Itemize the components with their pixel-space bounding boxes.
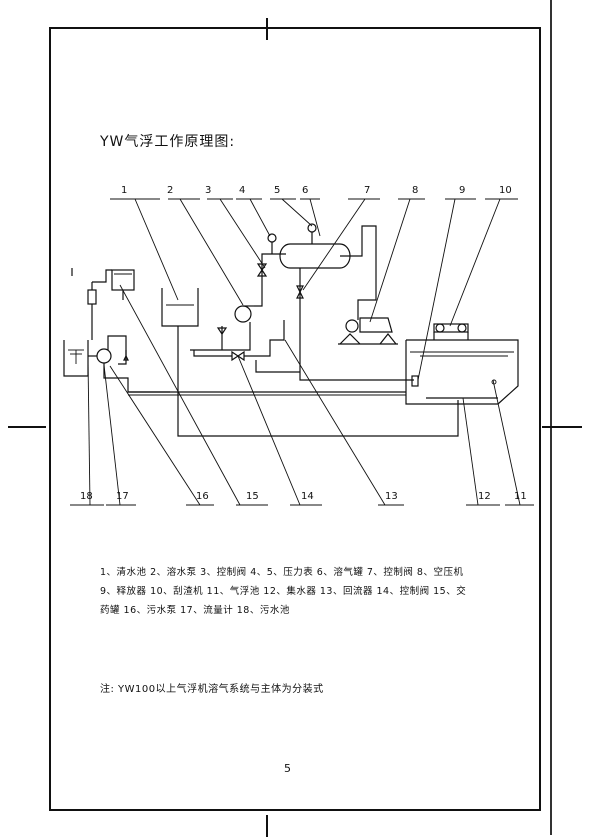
clear-water-tank — [161, 288, 459, 437]
sewage-pump — [88, 335, 170, 393]
callout-5: 5 — [274, 185, 280, 196]
reflux-unit — [255, 320, 300, 373]
callout-4: 4 — [239, 185, 245, 196]
callout-8: 8 — [412, 185, 418, 196]
page-number: 5 — [284, 762, 291, 775]
bottom-callout-numbers: 18 17 16 15 14 13 12 11 — [80, 491, 527, 502]
dissolved-air-tank — [279, 223, 414, 381]
dissolving-pump — [190, 253, 286, 351]
crop-mark-left — [8, 426, 46, 428]
air-compressor — [338, 317, 398, 345]
callout-15: 15 — [246, 491, 259, 502]
legend: 1、清水池 2、溶水泵 3、控制阀 4、5、压力表 6、溶气罐 7、控制阀 8、… — [100, 563, 532, 620]
callout-13: 13 — [385, 491, 398, 502]
control-valve-3 — [256, 263, 268, 277]
legend-line: 药罐 16、污水泵 17、流量计 18、污水池 — [100, 605, 290, 616]
callout-2: 2 — [167, 185, 173, 196]
callout-14: 14 — [301, 491, 314, 502]
crop-mark-right — [542, 426, 582, 428]
crop-mark-bottom — [266, 815, 268, 837]
diagram-title: YW气浮工作原理图: — [100, 134, 236, 150]
flotation-tank — [405, 339, 519, 405]
dosing-tank — [92, 269, 135, 300]
control-valve-7 — [296, 285, 304, 299]
legend-line: 1、清水池 2、溶水泵 3、控制阀 4、5、压力表 6、溶气罐 7、控制阀 8、… — [100, 567, 464, 578]
pressure-gauge-4 — [267, 233, 277, 254]
callout-18: 18 — [80, 491, 93, 502]
callout-17: 17 — [116, 491, 129, 502]
callout-10: 10 — [499, 185, 512, 196]
control-valve-14 — [193, 334, 285, 362]
legend-line: 9、释放器 10、刮渣机 11、气浮池 12、集水器 13、回流器 14、控制阀… — [100, 586, 467, 597]
callout-9: 9 — [459, 185, 465, 196]
page-edge-line — [550, 0, 552, 835]
page-frame — [49, 27, 541, 811]
sewage-tank — [63, 340, 89, 377]
footnote: 注: YW100以上气浮机溶气系统与主体为分装式 — [100, 684, 324, 695]
releaser — [411, 375, 419, 387]
callout-12: 12 — [478, 491, 491, 502]
flow-meter — [87, 282, 97, 340]
main-piping — [71, 268, 406, 396]
callout-1: 1 — [121, 185, 127, 196]
top-callout-numbers: 1 2 3 4 5 6 7 8 9 10 — [121, 185, 512, 196]
slag-scraper — [433, 323, 469, 340]
callout-11: 11 — [514, 491, 527, 502]
callout-6: 6 — [302, 185, 308, 196]
top-leader-lines — [134, 198, 501, 381]
callout-3: 3 — [205, 185, 211, 196]
callout-7: 7 — [364, 185, 370, 196]
crop-mark-top — [266, 18, 268, 40]
callout-16: 16 — [196, 491, 209, 502]
